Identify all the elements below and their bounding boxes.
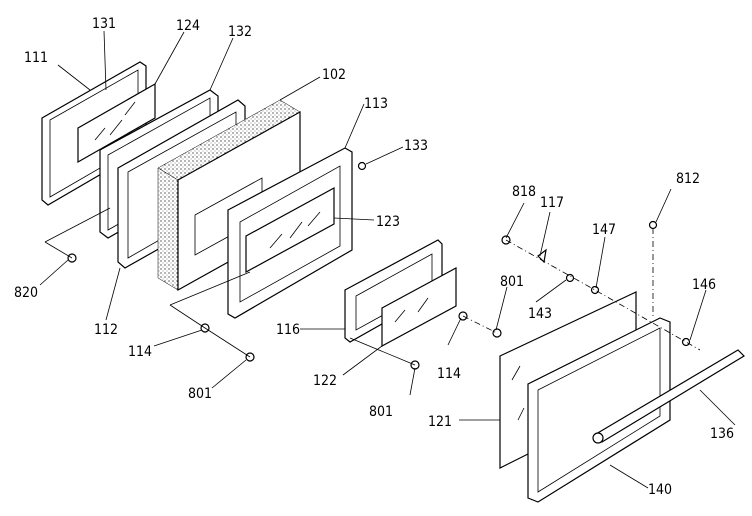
label-121: 121 — [428, 414, 452, 430]
part-102-insulation — [157, 99, 301, 292]
label-131: 131 — [92, 16, 116, 32]
screw-812 — [648, 220, 658, 230]
label-820: 820 — [14, 285, 38, 301]
label-132: 132 — [228, 24, 252, 40]
label-801-left: 801 — [188, 386, 212, 402]
washer-146 — [681, 337, 691, 347]
label-117: 117 — [540, 195, 564, 211]
label-122: 122 — [313, 373, 337, 389]
label-818: 818 — [512, 184, 536, 200]
label-124: 124 — [176, 18, 200, 34]
part-123-glass — [245, 186, 335, 274]
nut-133 — [357, 161, 367, 171]
label-123: 123 — [376, 214, 400, 230]
part-136-handle — [592, 349, 745, 444]
label-113: 113 — [364, 96, 388, 112]
screw-801c — [492, 328, 502, 338]
label-114-right: 114 — [437, 366, 461, 382]
label-102: 102 — [322, 67, 346, 83]
label-812: 812 — [676, 171, 700, 187]
part-140-door-frame — [527, 317, 671, 503]
label-136: 136 — [710, 426, 734, 442]
label-147: 147 — [592, 222, 616, 238]
label-801-center: 801 — [369, 404, 393, 420]
part-122-glass — [381, 266, 457, 348]
label-801-right: 801 — [500, 274, 524, 290]
part-117 — [537, 248, 547, 264]
label-140: 140 — [648, 482, 672, 498]
label-114-left: 114 — [128, 344, 152, 360]
label-133: 133 — [404, 138, 428, 154]
part-124-glass — [77, 82, 156, 164]
label-111: 111 — [24, 50, 48, 66]
washer-143 — [565, 273, 575, 283]
washer-147 — [590, 285, 600, 295]
label-116: 116 — [276, 322, 300, 338]
label-112: 112 — [94, 322, 118, 338]
label-146: 146 — [692, 277, 716, 293]
label-143: 143 — [528, 306, 552, 322]
